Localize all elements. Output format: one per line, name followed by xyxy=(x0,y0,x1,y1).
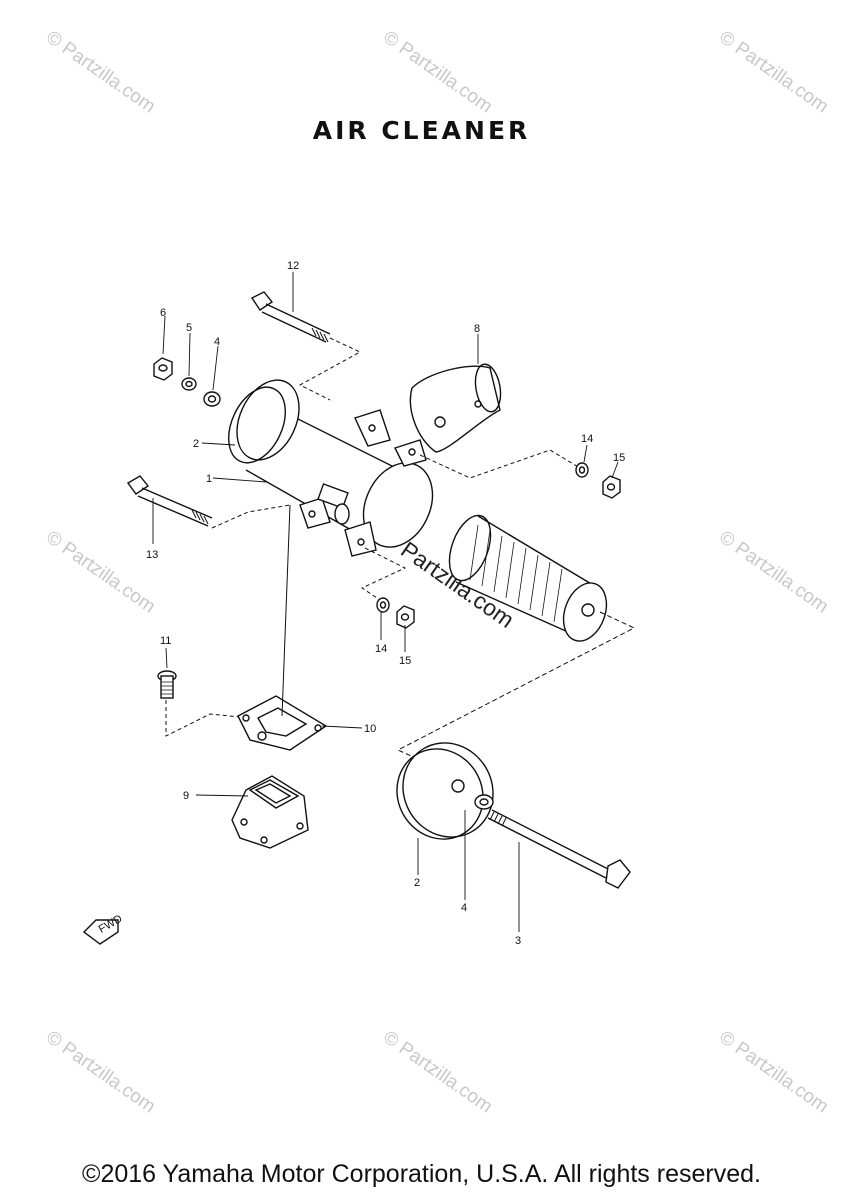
callout-4: 4 xyxy=(461,902,467,914)
bolt-13 xyxy=(126,475,213,527)
joint-duct-8 xyxy=(409,363,502,453)
bolt-3 xyxy=(487,809,631,889)
washer-5 xyxy=(181,377,197,391)
callout-15: 15 xyxy=(613,452,625,464)
callout-1: 1 xyxy=(206,473,212,485)
bolt-12 xyxy=(250,291,331,343)
callout-6: 6 xyxy=(160,307,166,319)
callout-labels: 6 5 4 12 8 2 1 14 15 13 14 15 11 10 9 2 … xyxy=(97,260,626,947)
copyright-footer: ©2016 Yamaha Motor Corporation, U.S.A. A… xyxy=(82,1160,761,1188)
callout-14: 14 xyxy=(375,643,387,655)
watermark: © Partzilla.com xyxy=(42,527,159,618)
gasket-10 xyxy=(237,695,328,751)
callout-14: 14 xyxy=(581,433,593,445)
air-cleaner-case-1 xyxy=(228,379,434,557)
callout-2: 2 xyxy=(193,438,199,450)
callout-9: 9 xyxy=(183,790,189,802)
watermark: © Partzilla.com xyxy=(42,1027,159,1118)
callout-10: 10 xyxy=(364,723,376,735)
diagram-title: AIR CLEANER xyxy=(312,116,531,145)
washer-14-lower xyxy=(376,597,390,613)
callout-15: 15 xyxy=(399,655,411,667)
watermark: © Partzilla.com xyxy=(42,27,159,118)
watermark: © Partzilla.com xyxy=(379,1027,496,1118)
carburetor-joint-9 xyxy=(231,775,309,849)
watermark: © Partzilla.com xyxy=(715,1027,832,1118)
washer-14-upper xyxy=(575,462,589,478)
callout-4: 4 xyxy=(214,336,220,348)
watermark: © Partzilla.com xyxy=(379,27,496,118)
callout-3: 3 xyxy=(515,935,521,947)
parts-diagram: © Partzilla.com © Partzilla.com © Partzi… xyxy=(42,27,832,1118)
forward-arrow-icon xyxy=(82,919,119,945)
washer-4 xyxy=(203,391,221,407)
nut-15-upper xyxy=(602,475,621,499)
nut-15-lower xyxy=(396,605,415,629)
nut-6 xyxy=(153,357,173,381)
filter-element xyxy=(448,514,608,642)
callout-2: 2 xyxy=(414,877,420,889)
callout-5: 5 xyxy=(186,322,192,334)
watermark: © Partzilla.com xyxy=(715,27,832,118)
washer-4-lower xyxy=(474,794,494,810)
callout-12: 12 xyxy=(287,260,299,272)
callout-11: 11 xyxy=(160,635,171,647)
callout-leaders xyxy=(152,272,619,932)
callout-13: 13 xyxy=(146,549,158,561)
watermark-group: © Partzilla.com © Partzilla.com © Partzi… xyxy=(42,27,832,1118)
watermark: © Partzilla.com xyxy=(715,527,832,618)
screw-11 xyxy=(157,670,177,699)
callout-8: 8 xyxy=(474,323,480,335)
cover-2 xyxy=(396,742,494,840)
